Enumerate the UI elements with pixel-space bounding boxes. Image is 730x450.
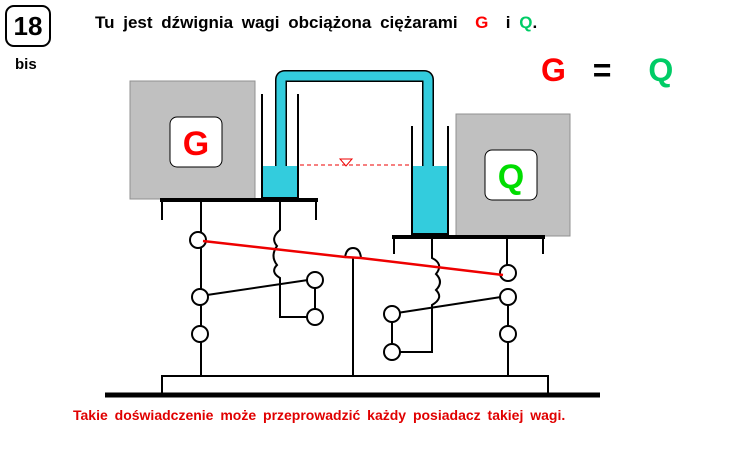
- title-g: G: [475, 13, 489, 32]
- equation-right: Q: [648, 52, 674, 88]
- problem-number: 18: [13, 10, 43, 41]
- weight-q-label-box: [484, 149, 538, 201]
- title-end: .: [532, 13, 538, 32]
- fulcrum: [344, 246, 362, 259]
- left-mechanism: [189, 200, 324, 376]
- water-level-marker: [338, 158, 354, 167]
- title-q: Q: [519, 13, 533, 32]
- left-vessel-water: [263, 166, 297, 197]
- footer-note: Takie doświadczenie może przeprowadzić k…: [73, 407, 566, 423]
- weight-g-label: G: [183, 125, 209, 163]
- title-and: i: [505, 13, 511, 32]
- title-text: Tu jest dźwignia wagi obciążona ciężaram…: [95, 13, 458, 32]
- siphon-water: [276, 71, 433, 234]
- weight-q-label: Q: [498, 158, 524, 196]
- weight-g-label-box: [169, 116, 223, 168]
- right-vessel: [411, 126, 449, 235]
- right-mechanism: [383, 237, 517, 376]
- title: Tu jest dźwignia wagi obciążona ciężaram…: [95, 13, 537, 33]
- base-block: [161, 375, 549, 395]
- right-vessel-water: [413, 166, 447, 233]
- main-lever: [202, 239, 504, 277]
- equation-op: =: [592, 52, 612, 88]
- equation: G = Q: [541, 52, 673, 89]
- siphon-tube: [275, 70, 434, 234]
- equation-left: G: [541, 52, 566, 88]
- problem-number-badge: 18: [5, 5, 51, 47]
- problem-suffix: bis: [15, 56, 37, 73]
